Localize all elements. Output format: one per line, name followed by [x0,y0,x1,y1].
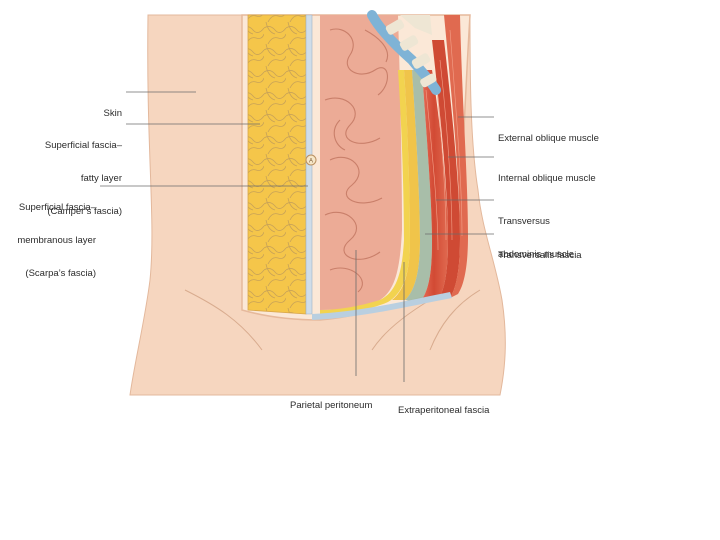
label-internal-oblique-text: Internal oblique muscle [498,173,596,184]
label-parietal-peritoneum-text: Parietal peritoneum [290,400,372,411]
intestine-area [320,15,402,310]
label-scarpas-fascia: Superficial fascia– membranous layer (Sc… [2,180,96,301]
label-transversalis-text: Transversalis fascia [498,250,582,261]
label-extraperitoneal-fascia: Extraperitoneal fascia [398,383,489,438]
label-extraperitoneal-text: Extraperitoneal fascia [398,405,489,416]
label-scarpas-line3: (Scarpa’s fascia) [2,268,96,279]
label-transversalis-fascia: Transversalis fascia [498,228,582,283]
label-parietal-peritoneum: Parietal peritoneum [290,378,372,433]
label-transversus-line1: Transversus [498,216,574,227]
label-campers-line1: Superficial fascia– [10,140,122,151]
label-scarpas-line2: membranous layer [2,235,96,246]
fatty-layer [248,15,306,314]
label-external-oblique-text: External oblique muscle [498,133,599,144]
svg-text:A: A [309,159,313,165]
label-scarpas-line1: Superficial fascia– [2,202,96,213]
